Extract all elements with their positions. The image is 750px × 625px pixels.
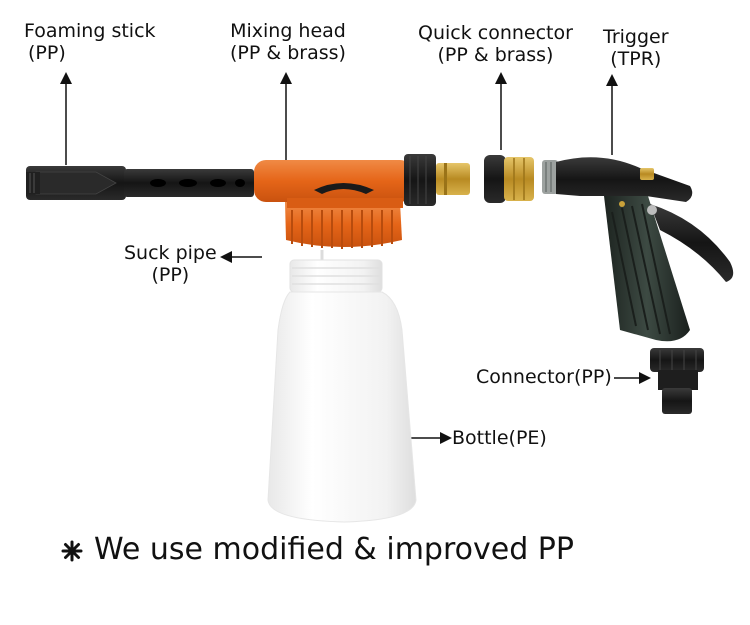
label-bottle: Bottle(PE) <box>452 427 547 449</box>
label-foaming-stick: Foaming stick (PP) <box>24 20 156 64</box>
quick-connector-name: Quick connector <box>418 22 573 44</box>
trigger-material: (TPR) <box>610 48 662 70</box>
mixing-head-material: (PP & brass) <box>230 42 346 64</box>
label-suck-pipe: Suck pipe (PP) <box>124 242 217 286</box>
connector-label: Connector(PP) <box>476 366 612 388</box>
label-connector: Connector(PP) <box>476 366 612 388</box>
foaming-stick-name: Foaming stick <box>24 20 156 42</box>
quick-connector <box>484 155 534 203</box>
suck-pipe-name: Suck pipe <box>124 242 217 264</box>
bottle <box>267 259 417 523</box>
foaming-stick <box>26 166 254 200</box>
label-quick-connector: Quick connector (PP & brass) <box>418 22 573 66</box>
mixing-head-name: Mixing head <box>230 20 346 42</box>
callout-arrows <box>60 72 651 444</box>
foaming-stick-material: (PP) <box>28 42 66 64</box>
suck-pipe-material: (PP) <box>151 264 190 286</box>
label-trigger: Trigger (TPR) <box>603 26 669 70</box>
bottle-label: Bottle(PE) <box>452 427 547 449</box>
trigger-name: Trigger <box>603 26 669 48</box>
mixing-head <box>254 154 470 249</box>
footer-note: We use modified & improved PP <box>58 532 574 567</box>
footer-text: We use modified & improved PP <box>94 532 574 567</box>
label-mixing-head: Mixing head (PP & brass) <box>230 20 346 64</box>
quick-connector-material: (PP & brass) <box>437 44 554 66</box>
connector-part <box>650 348 704 414</box>
asterisk-star-icon <box>61 540 83 562</box>
trigger-gun <box>542 157 734 342</box>
